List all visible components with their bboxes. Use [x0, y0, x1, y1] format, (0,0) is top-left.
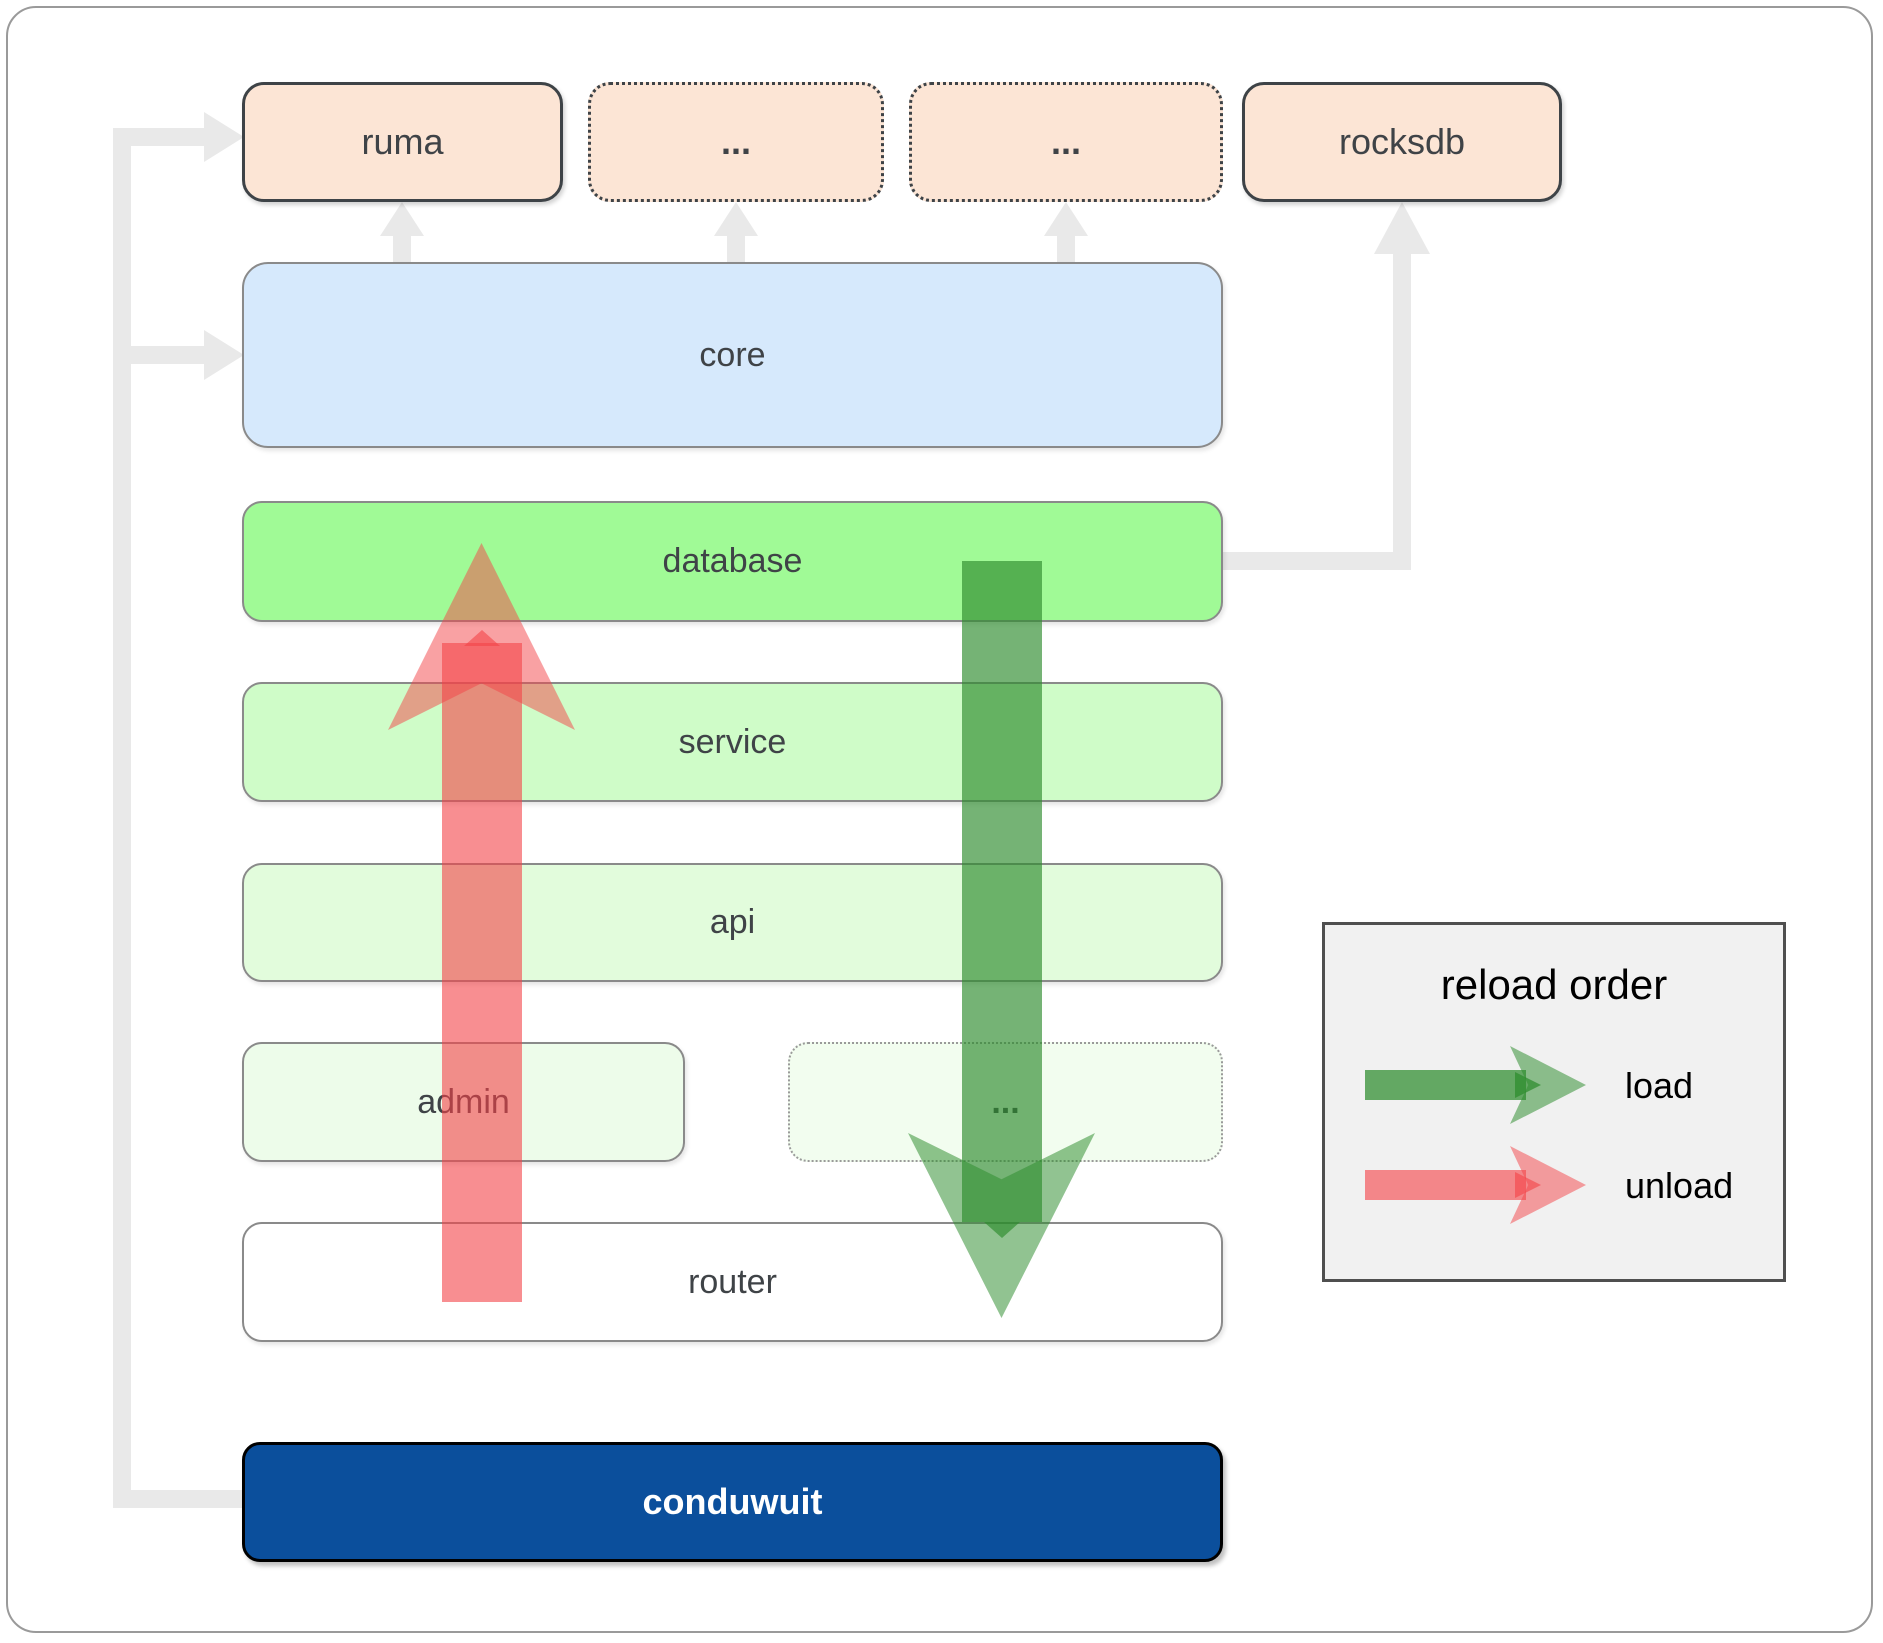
- layer-database: database: [242, 501, 1223, 622]
- legend-load-arrow-shaft-icon: [1365, 1070, 1526, 1100]
- box-ruma: ruma: [242, 82, 563, 202]
- diagram-frame: [6, 6, 1873, 1633]
- box-ruma-label: ruma: [361, 121, 444, 162]
- box-conduwuit: conduwuit: [242, 1442, 1223, 1562]
- layer-database-label: database: [662, 542, 803, 580]
- connector-left-bottom: [113, 1490, 247, 1508]
- box-dots-1-label: ...: [720, 121, 751, 162]
- connector-left-vertical: [113, 128, 131, 1508]
- box-conduwuit-label: conduwuit: [642, 1481, 823, 1522]
- layer-api: api: [242, 863, 1223, 982]
- box-dots-2-label: ...: [1050, 121, 1081, 162]
- connector-branch-core: [113, 346, 208, 364]
- connector-core-dots1: [727, 232, 745, 262]
- connector-database-rocksdb-h: [1223, 552, 1395, 570]
- legend-unload-arrow-shaft-icon: [1365, 1170, 1526, 1200]
- connector-database-rocksdb-v: [1393, 250, 1411, 570]
- box-dots-1: ...: [588, 82, 884, 202]
- layer-router-label: router: [688, 1262, 777, 1301]
- legend-title: reload order: [1440, 961, 1668, 1008]
- connector-core-ruma: [393, 232, 411, 262]
- layer-api-label: api: [709, 903, 756, 941]
- box-dots-2: ...: [909, 82, 1223, 202]
- box-rocksdb: rocksdb: [1242, 82, 1562, 202]
- legend-unload-label: unload: [1625, 1165, 1734, 1206]
- load-arrow-shaft: [962, 561, 1042, 1222]
- layer-service-label: service: [678, 722, 787, 761]
- legend: reload order load unload: [1322, 922, 1786, 1282]
- connector-branch-ruma: [113, 128, 208, 146]
- legend-load-label: load: [1625, 1065, 1694, 1106]
- box-rocksdb-label: rocksdb: [1338, 121, 1466, 162]
- layer-core-label: core: [699, 335, 766, 374]
- layer-service: service: [242, 682, 1223, 802]
- layer-router: router: [242, 1222, 1223, 1342]
- unload-arrow-shaft: [442, 643, 522, 1302]
- connector-core-dots2: [1057, 232, 1075, 262]
- layer-core: core: [242, 262, 1223, 448]
